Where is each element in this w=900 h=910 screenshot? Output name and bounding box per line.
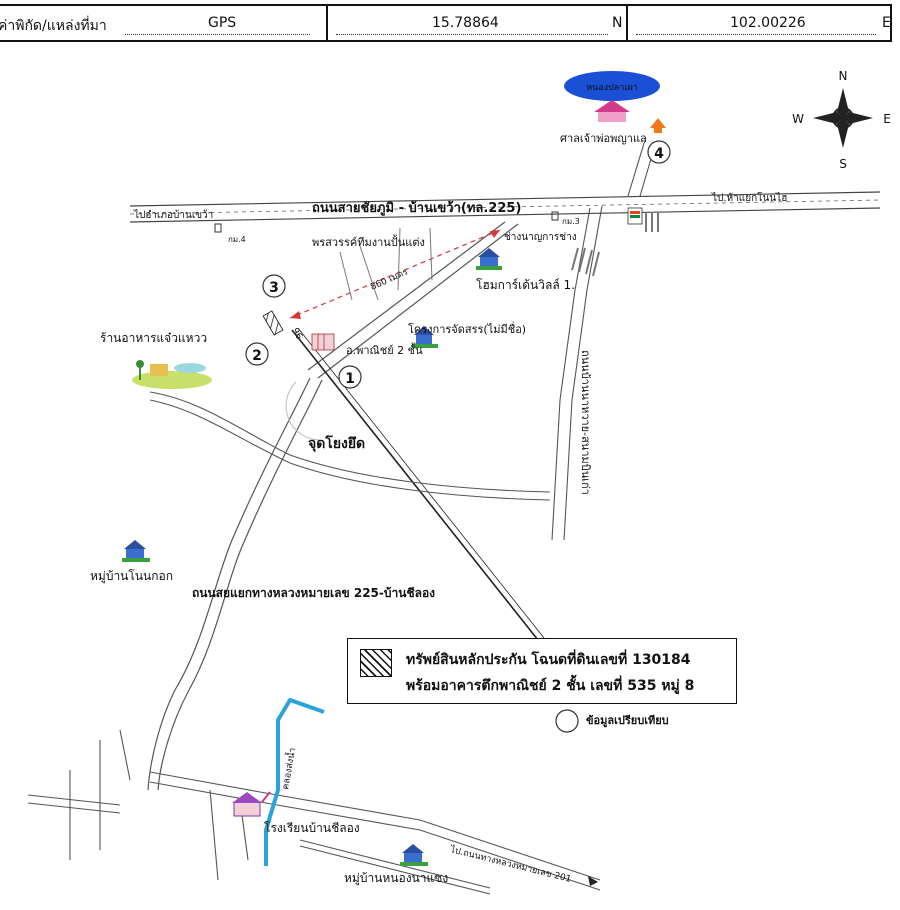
arrow-right-icon <box>588 876 598 886</box>
longitude-cell: 102.00226 E <box>628 4 892 42</box>
coord-source-label: ค่าพิกัด/แหล่งที่มา <box>0 18 107 34</box>
to-non-tai-label: ไป.ห้าแยกโนนไฮ <box>711 191 787 204</box>
seven-eleven-icon <box>627 207 659 232</box>
distance-line <box>289 229 501 319</box>
latitude-cell: 15.78864 N <box>328 4 628 42</box>
pond-label: หนองปลาเผา <box>586 83 638 93</box>
compass-e: E <box>883 112 891 126</box>
hatched-swatch-icon <box>360 649 392 677</box>
side-road-south <box>551 205 603 541</box>
point-marker-1: 1 <box>338 365 362 389</box>
point-marker-3: 3 <box>262 274 286 298</box>
comparison-marker-icon <box>555 709 579 733</box>
local-road <box>149 391 551 501</box>
building-strip-icon <box>571 247 600 277</box>
km4-label: กม.4 <box>228 235 246 244</box>
restaurant-label: ร้านอาหารแจ๋วแหวว <box>100 331 207 345</box>
distance-96-label: 96 <box>289 327 304 342</box>
distance-860-label: 860 เมตร <box>369 267 410 292</box>
latitude-value: 15.78864 <box>432 15 499 31</box>
branch-road-label: ถนนสยแยกทางหลวงหมายเลข 225-บ้านชีลอง <box>192 586 435 600</box>
svg-text:2: 2 <box>252 348 262 364</box>
house-icon <box>412 326 438 348</box>
comparison-label: ข้อมูลเปรียบเทียบ <box>586 714 669 728</box>
latitude-direction: N <box>612 15 623 31</box>
pond-icon <box>564 71 660 101</box>
coordinates-header: ค่าพิกัด/แหล่งที่มา GPS 15.78864 N 102.0… <box>0 0 900 46</box>
svg-text:3: 3 <box>269 280 279 296</box>
point-marker-2: 2 <box>245 342 269 366</box>
longitude-value: 102.00226 <box>730 15 806 31</box>
point-marker-4: 4 <box>647 140 671 164</box>
up-arrow-icon <box>650 118 666 133</box>
main-road-label: ถนนสายชัยภูมิ - บ้านเขว้า(ทล.225) <box>312 200 521 216</box>
collateral-line1: ทรัพย์สินหลักประกัน โฉนดที่ดินเลขที่ 130… <box>406 652 691 668</box>
dotted-underline <box>636 34 876 35</box>
shrine-icon <box>594 100 630 122</box>
km4-post-icon <box>214 223 222 233</box>
longitude-direction: E <box>882 15 891 31</box>
restaurant-icon <box>132 360 212 389</box>
dotted-underline <box>336 34 608 35</box>
svg-text:4: 4 <box>654 146 664 162</box>
svg-text:1: 1 <box>345 371 355 387</box>
legend-box: ทรัพย์สินหลักประกัน โฉนดที่ดินเลขที่ 130… <box>347 638 737 704</box>
collateral-plot <box>262 310 284 336</box>
shrine-label: ศาลเจ้าพ่อพญาแล <box>560 132 647 145</box>
canal-label: คลองส่งน้ำ <box>278 746 298 790</box>
access-road <box>307 221 519 379</box>
km3-post-icon <box>551 211 559 221</box>
main-highway <box>129 191 881 223</box>
housing-project-label: โครงการจัดสรร(ไม่มีชื่อ) <box>408 321 526 336</box>
compass-w: W <box>792 112 804 126</box>
compass-n: N <box>839 69 848 83</box>
village-house-icon <box>122 540 150 562</box>
commercial-building-icon <box>311 333 335 351</box>
pointer-line <box>291 329 539 641</box>
dotted-underline <box>125 34 310 35</box>
to-ban-khwao-label: ไปอำเภอบ้านเขว้า <box>133 209 213 221</box>
source-cell: ค่าพิกัด/แหล่งที่มา GPS <box>0 4 328 42</box>
village-non-kok-label: หมู่บ้านโนนกอก <box>90 569 173 584</box>
house-icon <box>476 248 502 270</box>
craftsman-label: ช่างนาญการช่าง <box>504 232 577 243</box>
school-icon <box>232 791 271 817</box>
reference-point-label: จุดโยงยึด <box>308 434 365 452</box>
village-roads <box>27 729 601 895</box>
commercial-building-label: อ.พาณิชย์ 2 ชั้น <box>346 342 423 357</box>
gps-source-value: GPS <box>208 15 237 31</box>
village-nong-na-saeng-label: หมู่บ้านหนองนาแซง <box>344 871 448 886</box>
reference-arc <box>285 381 321 441</box>
side-road-label: ถนนบ้านนาหวาย-สนามบินเก่า <box>579 350 592 495</box>
wedding-shop-label: พรสวรรค์ทีมงานปั้นแต่ง <box>312 234 425 249</box>
village-house-icon <box>400 844 428 866</box>
branch-road-225-chilong <box>147 377 323 791</box>
home-garden-villa-label: โฮมการ์เด้นวิลล์ 1. <box>476 278 575 292</box>
collateral-line2: พร้อมอาคารตึกพาณิชย์ 2 ชั้น เลขที่ 535 ห… <box>406 678 695 694</box>
km3-label: กม.3 <box>562 217 580 226</box>
compass-s: S <box>839 157 847 171</box>
school-label: โรงเรียนบ้านชีลอง <box>264 821 360 835</box>
minor-roads <box>339 227 433 301</box>
compass-rose-icon <box>813 88 873 148</box>
canal-line <box>264 698 325 866</box>
location-map: 860 เมตร 96 <box>27 69 891 895</box>
